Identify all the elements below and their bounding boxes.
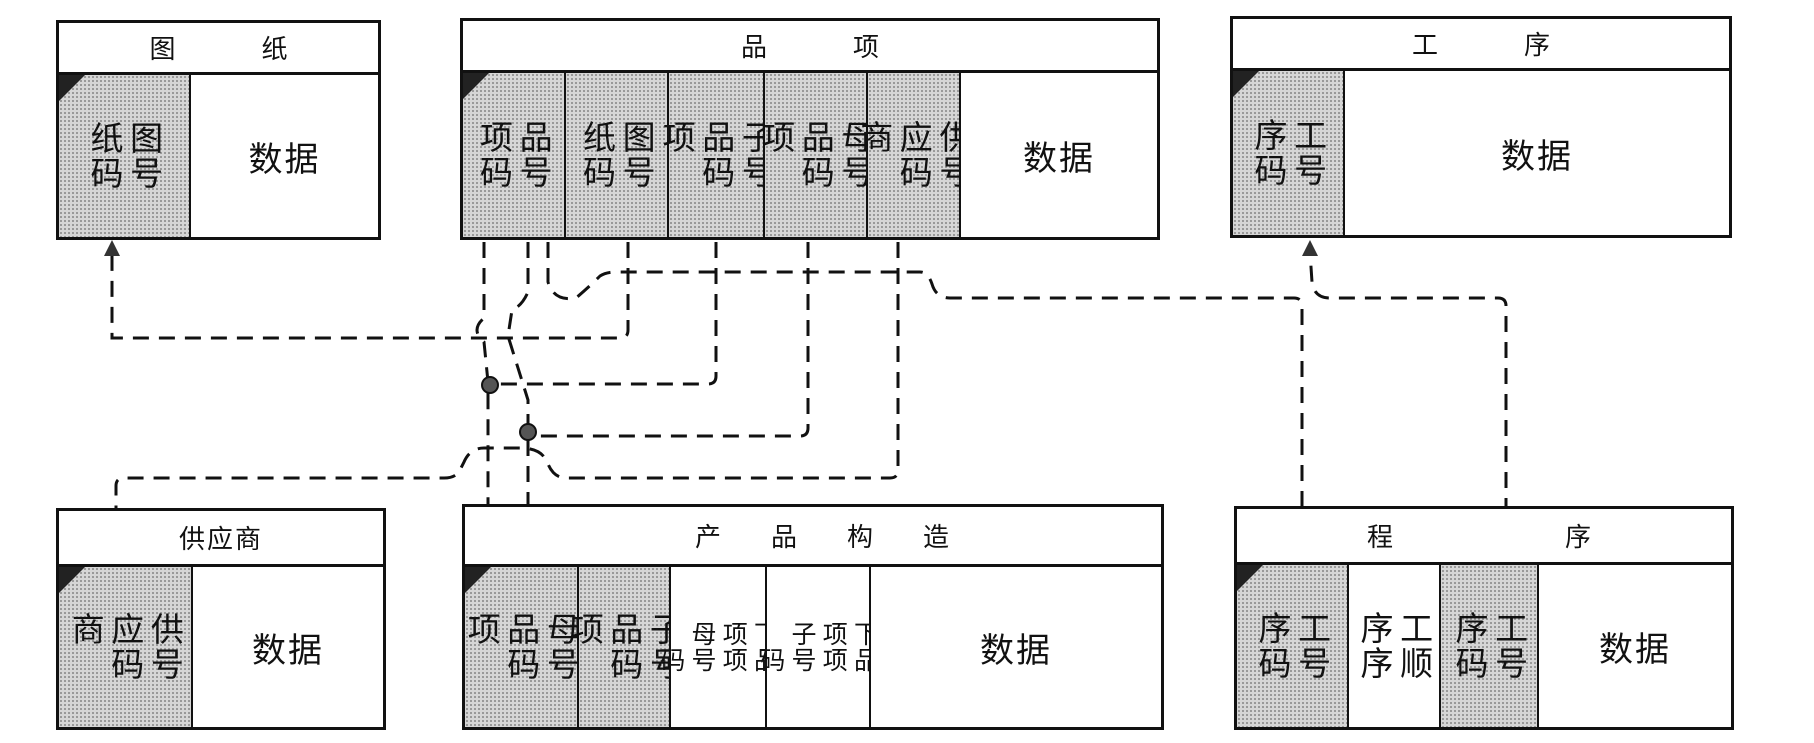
link-item-supplier-to-supplier (114, 242, 900, 560)
item-parent-field: 母号 品码 项 (757, 73, 875, 237)
routing-process-label: 工号 序码 (1253, 611, 1332, 681)
supplier-data-label: 数据 (252, 630, 324, 671)
primary-key-marker (1233, 71, 1259, 97)
supplier-number-label: 供号 应码 商 (66, 612, 185, 682)
primary-key-marker (465, 567, 491, 593)
link-routing-to-process (1308, 251, 1508, 566)
item-supplier-label: 供号 应码 商 (854, 120, 973, 190)
primary-key-marker (463, 73, 489, 99)
item-number-field: 品号 项码 (463, 73, 566, 237)
routing-sequence-field: 工顺 序序 (1349, 565, 1441, 727)
process-data-label: 数据 (1501, 136, 1573, 177)
structure-lower-parent-field: 下品 项项 母号 码 (657, 567, 780, 727)
item-drawing-field: 图号 纸码 (566, 73, 669, 237)
routing-data-field: 数据 (1539, 565, 1731, 727)
arrow-head (1302, 240, 1318, 256)
process-data-field: 数据 (1345, 71, 1729, 235)
junction-dot (481, 376, 499, 394)
structure-parent-field: 母号 品码 项 (462, 567, 581, 727)
item-number-label: 品号 项码 (474, 120, 554, 190)
structure-data-field: 数据 (871, 567, 1161, 727)
entity-item-title: 品 项 (463, 21, 1157, 73)
link-item-drawing-to-drawing (110, 242, 630, 340)
structure-lower-child-label: 下品 项项 子号 码 (756, 621, 880, 673)
primary-key-marker (1237, 565, 1263, 591)
structure-child-label: 子号 品码 项 (565, 612, 684, 682)
supplier-data-field: 数据 (193, 567, 383, 727)
routing-process-ref-label: 工号 序码 (1450, 611, 1529, 681)
link-item-to-routing (546, 242, 1304, 550)
link-item-parent-to-junction (530, 242, 810, 438)
primary-key-marker (59, 567, 85, 593)
entity-structure-title: 产 品 构 造 (465, 507, 1161, 567)
link-item-to-structure-child (506, 242, 530, 550)
entity-item[interactable]: 品 项 品号 项码 图号 纸码 子号 品码 项 母号 品码 项 供号 应码 商 … (460, 18, 1160, 240)
link-item-to-structure-parent (475, 242, 490, 550)
entity-supplier-title: 供应商 (59, 511, 383, 567)
drawing-number-label: 图号 纸码 (85, 121, 164, 191)
routing-data-label: 数据 (1599, 629, 1671, 670)
entity-routing[interactable]: 程 序 工号 序码 工顺 序序 工号 序码 数据 (1234, 506, 1734, 730)
entity-process-title: 工 序 (1233, 19, 1729, 71)
structure-parent-label: 母号 品码 项 (462, 612, 581, 682)
entity-routing-title: 程 序 (1237, 509, 1731, 565)
entity-process[interactable]: 工 序 工号 序码 数据 (1230, 16, 1732, 238)
item-parent-label: 母号 品码 项 (756, 120, 875, 190)
entity-product-structure[interactable]: 产 品 构 造 母号 品码 项 子号 品码 项 下品 项项 母号 码 下品 项项… (462, 504, 1164, 730)
arrow-head (104, 240, 120, 256)
structure-child-field: 子号 品码 项 (565, 567, 683, 727)
process-number-label: 工号 序码 (1249, 118, 1328, 188)
routing-process-ref-field: 工号 序码 (1441, 565, 1539, 727)
item-child-field: 子号 品码 项 (657, 73, 775, 237)
drawing-data-field: 数据 (191, 75, 378, 237)
item-supplier-field: 供号 应码 商 (855, 73, 973, 237)
routing-process-field: 工号 序码 (1237, 565, 1349, 727)
item-data-field: 数据 (961, 73, 1157, 237)
link-item-child-to-junction (490, 242, 718, 386)
item-child-label: 子号 品码 项 (657, 120, 776, 190)
entity-drawing[interactable]: 图 纸 图号 纸码 数据 (56, 20, 381, 240)
entity-supplier[interactable]: 供应商 供号 应码 商 数据 (56, 508, 386, 730)
drawing-data-label: 数据 (248, 139, 321, 180)
structure-lower-child-field: 下品 项项 子号 码 (757, 567, 880, 727)
drawing-key-field: 图号 纸码 (59, 75, 191, 237)
entity-drawing-title: 图 纸 (59, 23, 378, 75)
item-data-label: 数据 (1023, 138, 1095, 179)
item-drawing-label: 图号 纸码 (577, 120, 657, 190)
supplier-key-field: 供号 应码 商 (59, 567, 193, 727)
structure-data-label: 数据 (980, 630, 1052, 671)
primary-key-marker (59, 75, 85, 101)
junction-dot (519, 423, 537, 441)
routing-sequence-label: 工顺 序序 (1355, 611, 1434, 681)
process-key-field: 工号 序码 (1233, 71, 1345, 235)
